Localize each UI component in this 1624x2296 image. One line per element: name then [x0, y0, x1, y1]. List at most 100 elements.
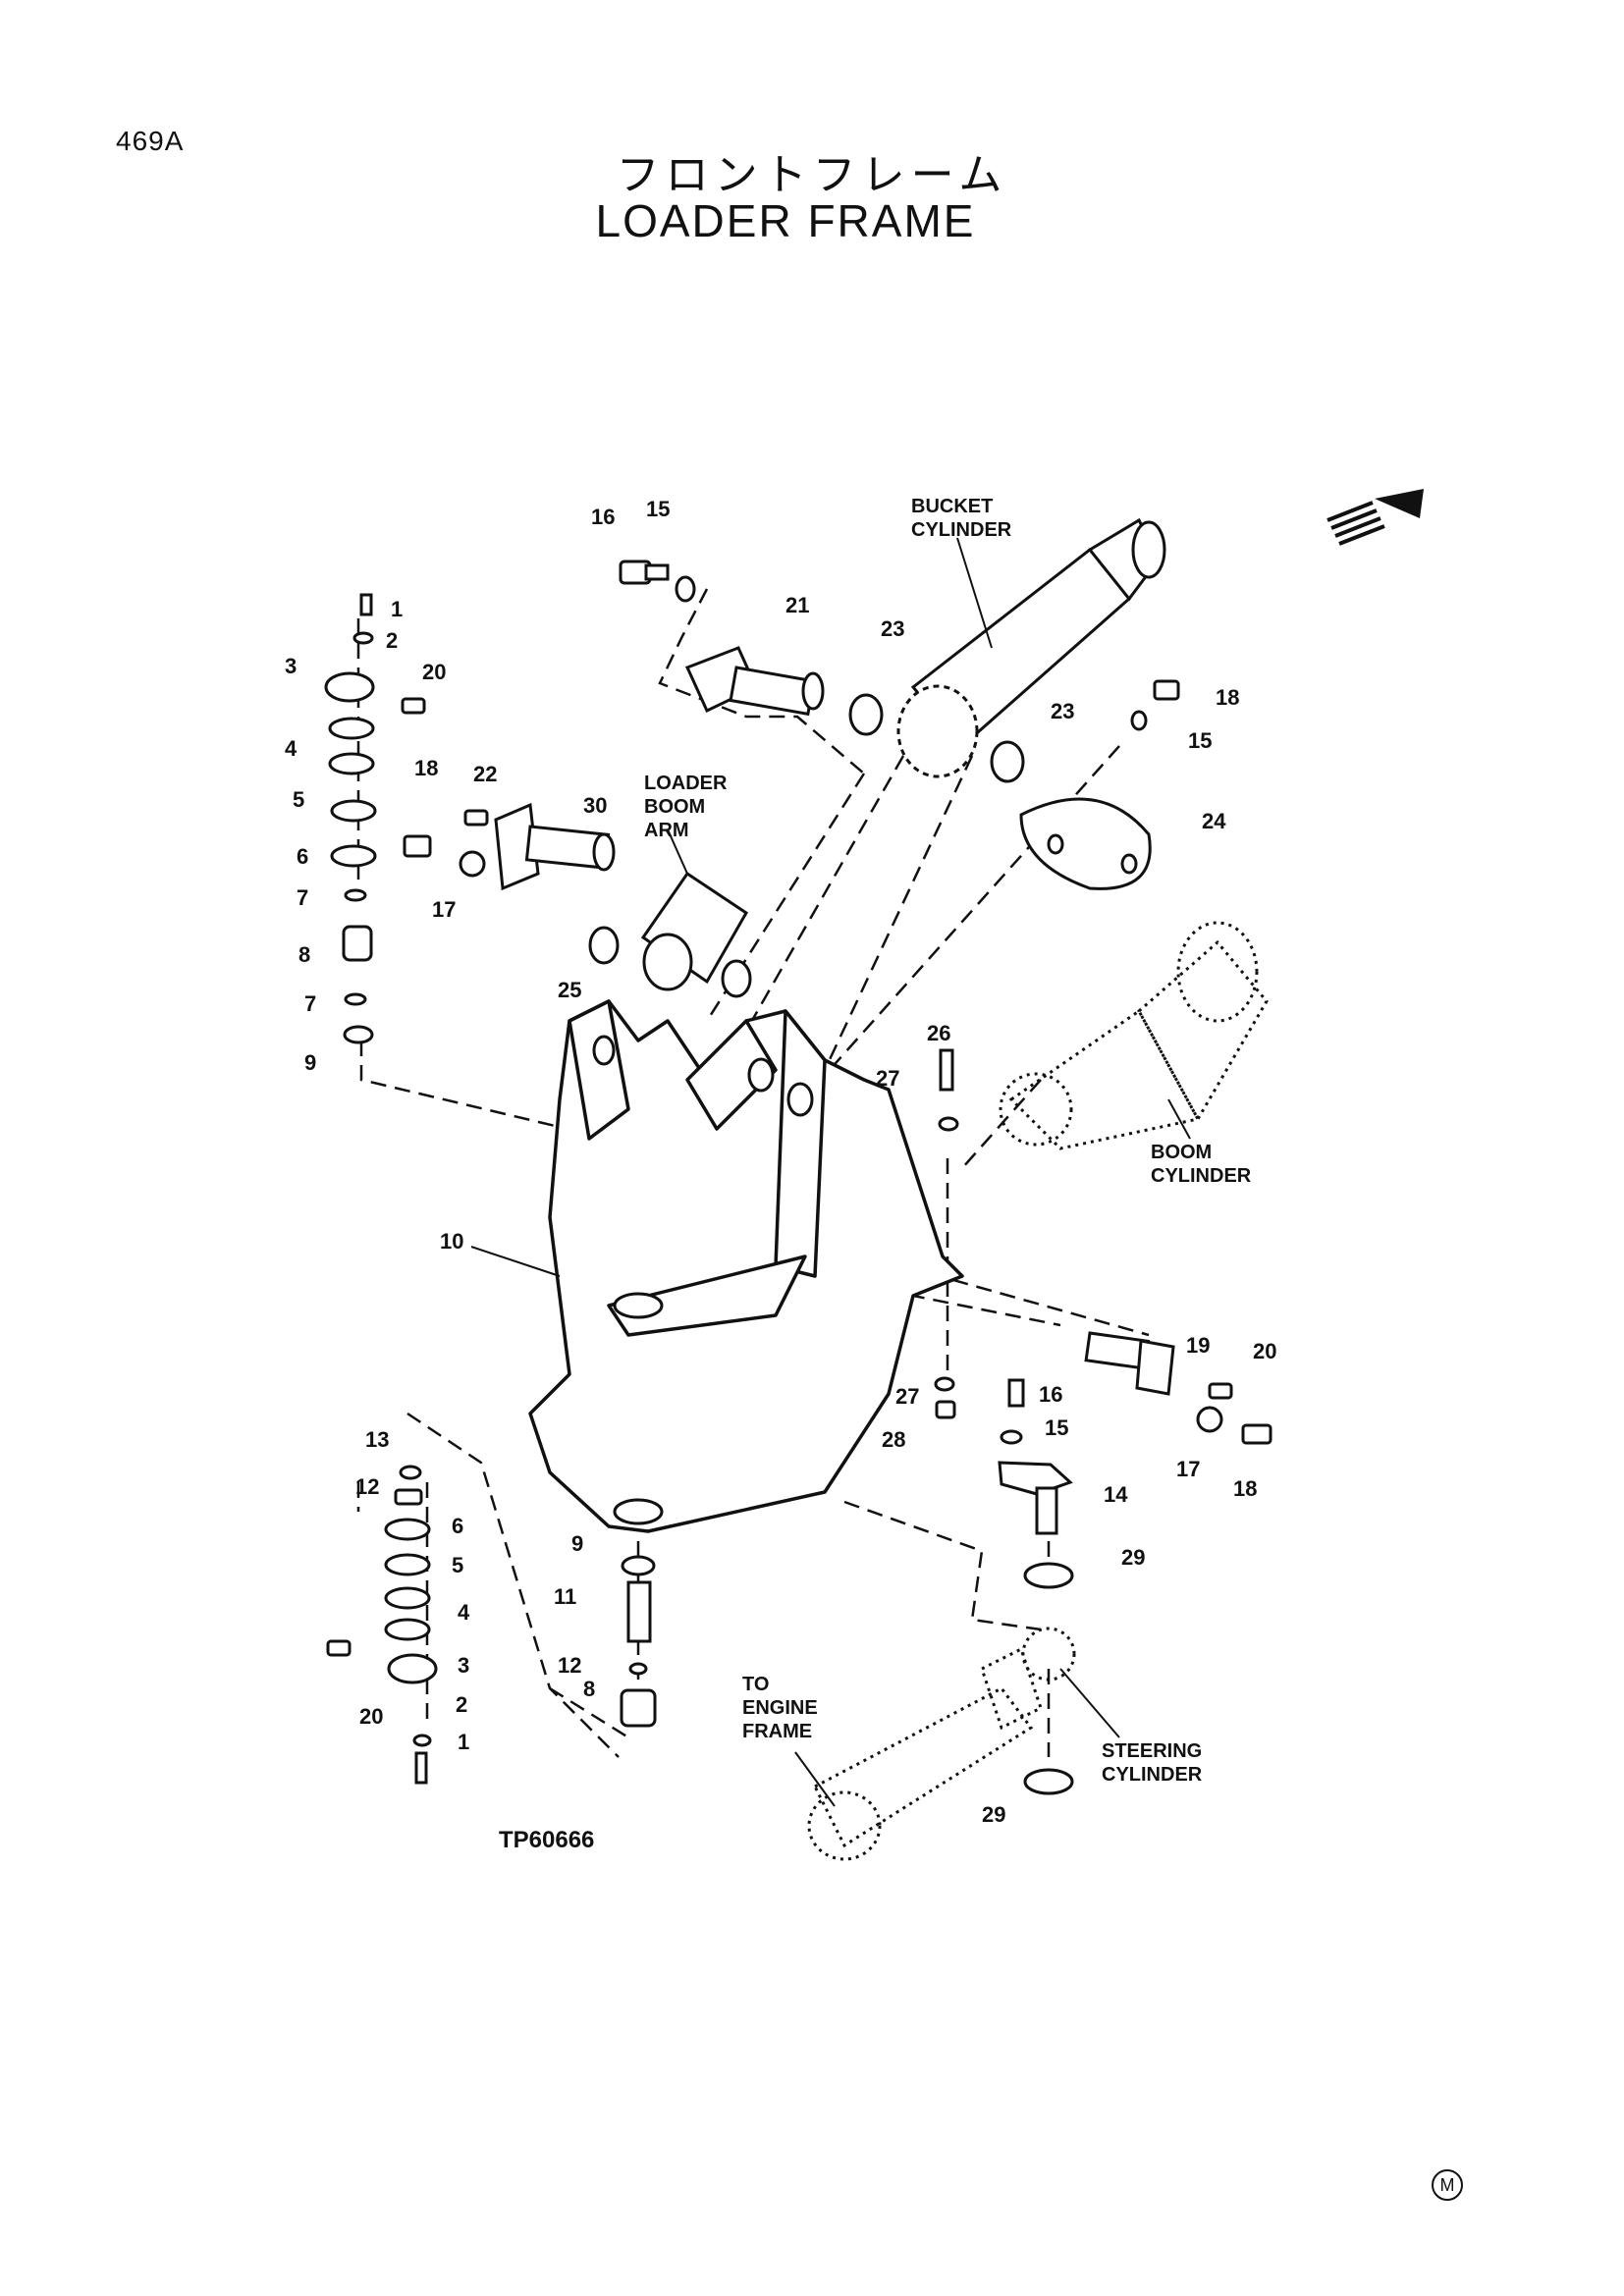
callout-2: 2 — [456, 1692, 467, 1717]
upper-pivot-stack — [324, 593, 426, 1044]
callout-3: 3 — [458, 1653, 469, 1678]
pin-21 — [684, 646, 825, 717]
callout-7: 7 — [297, 885, 308, 910]
washer-27b — [934, 1376, 955, 1392]
callout-11: 11 — [554, 1584, 576, 1609]
callout-2: 2 — [386, 628, 398, 653]
callout-9: 9 — [571, 1531, 583, 1556]
fitting-17-right — [1196, 1406, 1223, 1433]
callouts: 16 15 21 23 23 18 15 24 1 2 3 20 4 5 6 7… — [285, 497, 1276, 1827]
washer-23b — [990, 740, 1025, 783]
label-boom-cyl: BOOM — [1151, 1142, 1212, 1163]
callout-19: 19 — [1186, 1333, 1210, 1358]
callout-8: 8 — [298, 942, 310, 967]
callout-23: 23 — [881, 616, 904, 641]
pin-30 — [494, 802, 616, 891]
callout-6: 6 — [452, 1514, 463, 1538]
callout-30: 30 — [583, 793, 607, 818]
callout-23: 23 — [1051, 699, 1074, 723]
callout-7: 7 — [304, 991, 316, 1016]
callout-16: 16 — [591, 505, 615, 529]
label-frame: FRAME — [742, 1721, 812, 1742]
label-bucket-cylinder: CYLINDER — [911, 519, 1012, 541]
page-code: 469A — [116, 126, 185, 156]
washer-27a — [938, 1116, 959, 1132]
bolt-18-right — [1241, 1423, 1272, 1445]
label-loader: LOADER — [644, 773, 728, 794]
callout-18: 18 — [1233, 1476, 1257, 1501]
callout-9: 9 — [304, 1050, 316, 1075]
bolt-16-top — [619, 560, 696, 603]
callout-12: 12 — [355, 1474, 379, 1499]
callout-3: 3 — [285, 654, 297, 678]
callout-5: 5 — [293, 787, 304, 812]
callout-4: 4 — [458, 1600, 470, 1625]
callout-26: 26 — [927, 1021, 950, 1045]
label-arm: ARM — [644, 820, 689, 841]
title-japanese: フロントフレーム — [616, 150, 1008, 200]
callout-15: 15 — [1045, 1415, 1068, 1440]
pin-14 — [998, 1378, 1073, 1535]
washer-29b — [1023, 1768, 1074, 1795]
callout-15: 15 — [646, 497, 670, 521]
callout-6: 6 — [297, 844, 308, 869]
callout-15: 15 — [1188, 728, 1212, 753]
callout-17: 17 — [432, 897, 456, 922]
callout-16: 16 — [1039, 1382, 1062, 1407]
callout-5: 5 — [452, 1553, 463, 1577]
loader-frame-10 — [470, 999, 964, 1533]
label-steering-cylinder: CYLINDER — [1102, 1764, 1203, 1786]
pin-19 — [1084, 1331, 1175, 1396]
washer-29a — [1023, 1562, 1074, 1589]
callout-25: 25 — [558, 978, 581, 1002]
callout-20: 20 — [359, 1704, 383, 1729]
callout-18: 18 — [1216, 685, 1239, 710]
callout-1: 1 — [458, 1730, 469, 1754]
component-labels: BUCKET CYLINDER LOADER BOOM ARM BOOM CYL… — [644, 496, 1252, 1786]
center-pin-stack — [620, 1555, 657, 1728]
direction-arrow-icon — [1326, 489, 1424, 546]
callout-17: 17 — [1176, 1457, 1200, 1481]
callout-22: 22 — [473, 762, 497, 786]
bolt-26 — [939, 1048, 954, 1092]
callout-4: 4 — [285, 736, 298, 761]
callout-29: 29 — [982, 1802, 1005, 1827]
callout-20: 20 — [422, 660, 446, 684]
label-boom-cylinder: CYLINDER — [1151, 1165, 1252, 1187]
callout-12: 12 — [558, 1653, 581, 1678]
m-mark: M — [1432, 2169, 1463, 2201]
washer-23a — [848, 693, 884, 736]
callout-1: 1 — [391, 597, 403, 621]
callout-13: 13 — [365, 1427, 389, 1452]
callout-8: 8 — [583, 1677, 595, 1701]
callout-27: 27 — [895, 1384, 919, 1409]
fitting-17-left — [459, 850, 486, 878]
callout-29: 29 — [1121, 1545, 1145, 1570]
loader-boom-arm — [588, 828, 752, 998]
callout-28: 28 — [882, 1427, 905, 1452]
callout-21: 21 — [785, 593, 809, 617]
nut-28 — [935, 1400, 956, 1419]
label-engine: ENGINE — [742, 1697, 818, 1719]
callout-20: 20 — [1253, 1339, 1276, 1363]
fitting-20-right — [1208, 1382, 1233, 1400]
cover-plate-24 — [1019, 797, 1152, 890]
label-boom: BOOM — [644, 796, 705, 818]
bolt-18-left — [403, 834, 432, 858]
lower-pivot-stack — [326, 1465, 438, 1785]
fitting-22 — [463, 809, 489, 827]
boom-cylinder — [999, 921, 1269, 1150]
callout-27: 27 — [876, 1066, 899, 1091]
figure-code: TP60666 — [499, 1827, 594, 1853]
callout-18: 18 — [414, 756, 438, 780]
callout-24: 24 — [1202, 809, 1226, 833]
label-steering: STEERING — [1102, 1740, 1202, 1762]
steering-cylinder — [794, 1627, 1120, 1861]
bucket-cylinder — [896, 517, 1166, 778]
bolt-18-top-right — [1130, 679, 1180, 731]
label-to: TO — [742, 1674, 769, 1695]
callout-14: 14 — [1104, 1482, 1128, 1507]
title-english: LOADER FRAME — [595, 195, 976, 246]
callout-10: 10 — [440, 1229, 463, 1254]
